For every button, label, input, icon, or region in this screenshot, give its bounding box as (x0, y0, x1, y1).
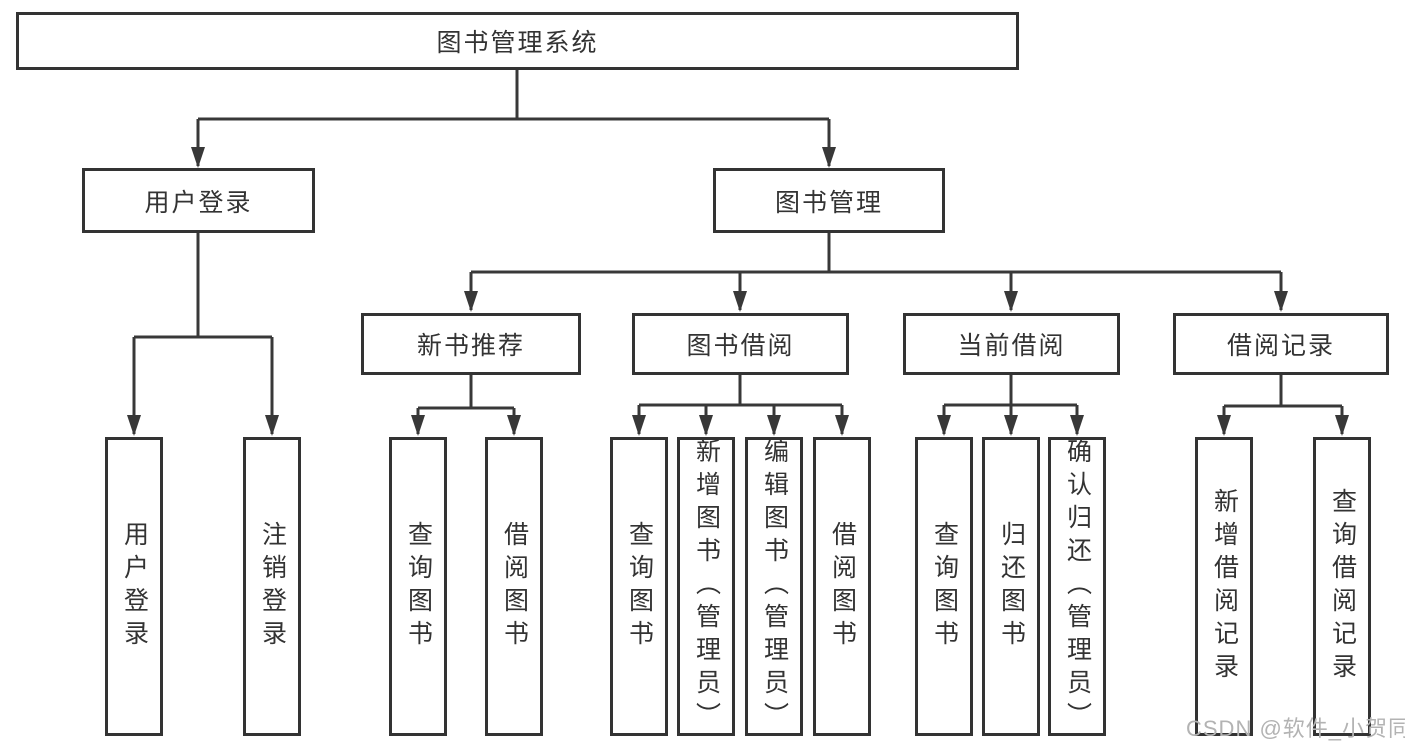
node-library-system: 图书管理系统 (16, 12, 1019, 70)
leaf-records-query-record-label: 查询借阅记录 (1328, 487, 1357, 686)
leaf-borrow-borrow-books-label: 借阅图书 (828, 520, 857, 653)
leaf-borrow-query-books: 查询图书 (610, 437, 668, 736)
leaf-borrow-add-books-admin: 新增图书（管理员） (677, 437, 735, 736)
leaf-records-add-record: 新增借阅记录 (1195, 437, 1253, 736)
leaf-current-confirm-return-admin-label: 确认归还（管理员） (1063, 438, 1092, 735)
leaf-logout-label: 注销登录 (258, 520, 287, 653)
leaf-borrow-edit-books-admin-label: 编辑图书（管理员） (760, 438, 789, 735)
leaf-current-query-books: 查询图书 (915, 437, 973, 736)
node-user-login: 用户登录 (82, 168, 315, 233)
leaf-current-return-books: 归还图书 (982, 437, 1040, 736)
leaf-recommend-borrow-books-label: 借阅图书 (500, 520, 529, 653)
node-new-book-recommend-label: 新书推荐 (416, 332, 525, 360)
node-book-borrow: 图书借阅 (632, 313, 849, 375)
leaf-borrow-borrow-books: 借阅图书 (813, 437, 871, 736)
leaf-borrow-query-books-label: 查询图书 (625, 520, 654, 653)
leaf-recommend-borrow-books: 借阅图书 (485, 437, 543, 736)
leaf-records-query-record: 查询借阅记录 (1313, 437, 1371, 736)
node-borrow-records-label: 借阅记录 (1226, 332, 1335, 360)
leaf-current-confirm-return-admin: 确认归还（管理员） (1048, 437, 1106, 736)
node-book-management: 图书管理 (713, 168, 945, 233)
node-book-borrow-label: 图书借阅 (686, 332, 795, 360)
node-borrow-records: 借阅记录 (1173, 313, 1389, 375)
watermark: CSDN @软件_小贺同学 (1186, 716, 1405, 741)
leaf-user-login: 用户登录 (105, 437, 163, 736)
leaf-current-return-books-label: 归还图书 (997, 520, 1026, 653)
leaf-recommend-query-books-label: 查询图书 (404, 520, 433, 653)
leaf-user-login-label: 用户登录 (120, 520, 149, 653)
node-new-book-recommend: 新书推荐 (361, 313, 581, 375)
node-library-system-label: 图书管理系统 (436, 29, 599, 57)
node-user-login-label: 用户登录 (144, 188, 253, 217)
leaf-borrow-add-books-admin-label: 新增图书（管理员） (692, 438, 721, 735)
leaf-logout: 注销登录 (243, 437, 301, 736)
leaf-current-query-books-label: 查询图书 (930, 520, 959, 653)
node-book-management-label: 图书管理 (774, 188, 883, 217)
node-current-borrow: 当前借阅 (903, 313, 1120, 375)
leaf-borrow-edit-books-admin: 编辑图书（管理员） (745, 437, 803, 736)
node-current-borrow-label: 当前借阅 (957, 332, 1066, 360)
leaf-recommend-query-books: 查询图书 (389, 437, 447, 736)
leaf-records-add-record-label: 新增借阅记录 (1210, 487, 1239, 686)
